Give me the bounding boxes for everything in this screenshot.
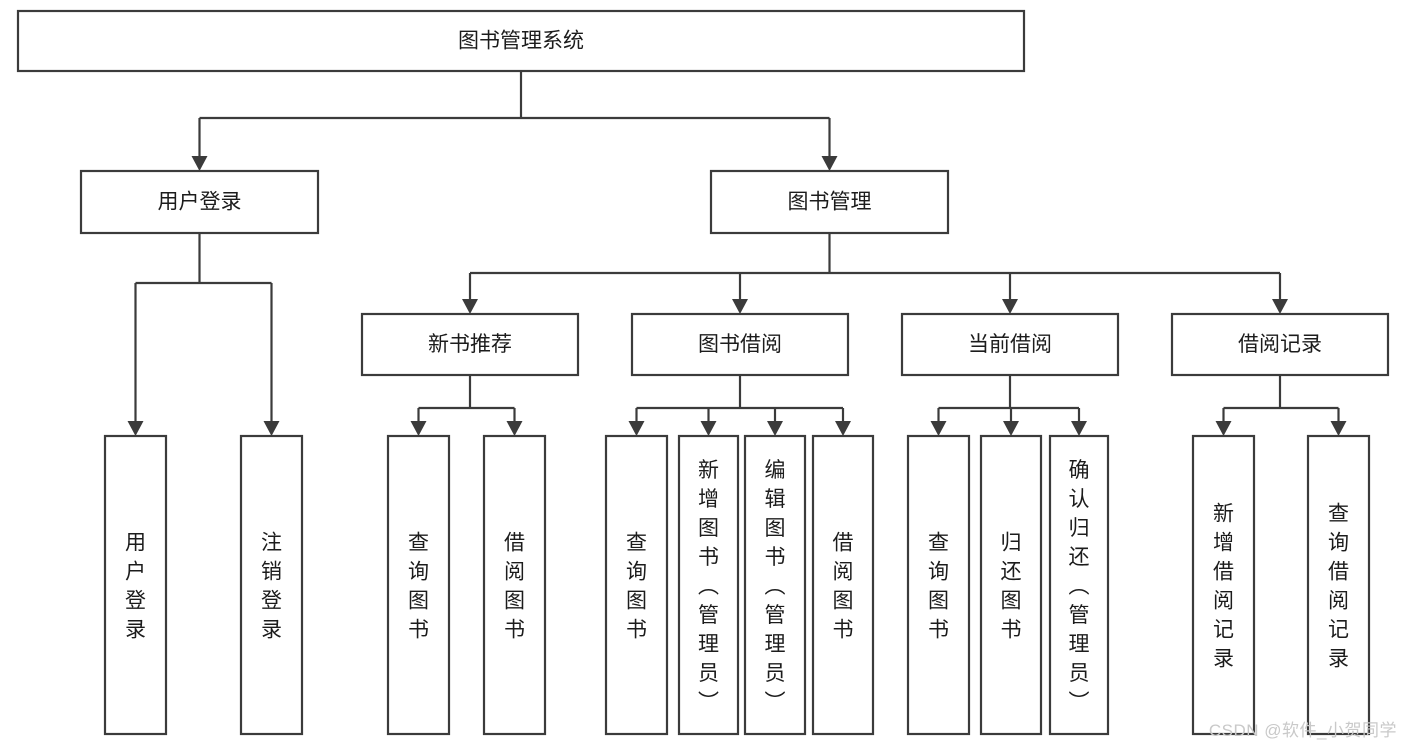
node-box-leaf-borrow-book-1 [482,434,547,736]
node-leaf-user-logout[interactable]: 注销登录 [239,434,304,736]
node-label-root: 图书管理系统 [458,30,584,53]
node-leaf-confirm-ret[interactable]: 确认归还︵管理员︶ [1048,434,1110,736]
node-leaf-query-book-3[interactable]: 查询图书 [906,434,971,736]
node-box-user-login [79,169,320,235]
node-label-current-borrow: 当前借阅 [968,333,1052,356]
node-layer: 图书管理系统用户登录图书管理新书推荐图书借阅当前借阅借阅记录用户登录注销登录查询… [16,9,1390,736]
node-label-leaf-add-record: 新增借阅记录 [1213,503,1234,671]
connector-layer [127,71,1347,436]
node-label-leaf-add-book: 新增图书︵管理员︶ [698,459,719,714]
node-box-leaf-add-record [1191,434,1256,736]
node-label-book-borrow: 图书借阅 [698,333,782,356]
node-box-leaf-return-book [979,434,1043,736]
connector-group-borrow-record [1215,375,1347,436]
node-new-book-rec[interactable]: 新书推荐 [360,312,580,377]
node-current-borrow[interactable]: 当前借阅 [900,312,1120,377]
node-label-new-book-rec: 新书推荐 [428,333,512,356]
node-box-new-book-rec [360,312,580,377]
connector-group-user-login [127,233,280,436]
node-book-manage[interactable]: 图书管理 [709,169,950,235]
node-leaf-borrow-book-1[interactable]: 借阅图书 [482,434,547,736]
node-leaf-borrow-book-2[interactable]: 借阅图书 [811,434,875,736]
watermark-text: CSDN @软件_小贺同学 [1208,721,1397,740]
connector-group-book-borrow [628,375,851,436]
node-box-root [16,9,1026,73]
connector-group-new-book-rec [410,375,523,436]
node-box-leaf-user-logout [239,434,304,736]
node-label-book-manage: 图书管理 [788,191,872,214]
node-label-leaf-user-login: 用户登录 [125,532,146,642]
node-label-leaf-borrow-book-2: 借阅图书 [833,532,854,642]
connector-group-root [191,71,838,171]
node-box-book-borrow [630,312,850,377]
node-leaf-query-record[interactable]: 查询借阅记录 [1306,434,1371,736]
node-leaf-user-login[interactable]: 用户登录 [103,434,168,736]
node-book-borrow[interactable]: 图书借阅 [630,312,850,377]
node-leaf-return-book[interactable]: 归还图书 [979,434,1043,736]
node-leaf-edit-book[interactable]: 编辑图书︵管理员︶ [743,434,807,736]
node-label-leaf-query-record: 查询借阅记录 [1328,503,1349,671]
node-box-leaf-confirm-ret [1048,434,1110,736]
node-label-borrow-record: 借阅记录 [1238,333,1322,356]
node-label-leaf-confirm-ret: 确认归还︵管理员︶ [1069,459,1090,714]
node-label-leaf-edit-book: 编辑图书︵管理员︶ [765,459,786,714]
node-label-leaf-query-book-1: 查询图书 [408,532,429,642]
node-box-leaf-user-login [103,434,168,736]
node-box-current-borrow [900,312,1120,377]
node-leaf-query-book-1[interactable]: 查询图书 [386,434,451,736]
node-box-leaf-query-book-2 [604,434,669,736]
node-label-leaf-return-book: 归还图书 [1001,532,1022,642]
node-label-leaf-query-book-3: 查询图书 [928,532,949,642]
node-label-leaf-user-logout: 注销登录 [261,532,282,642]
node-box-leaf-query-book-3 [906,434,971,736]
node-borrow-record[interactable]: 借阅记录 [1170,312,1390,377]
node-label-leaf-query-book-2: 查询图书 [626,532,647,642]
node-leaf-add-book[interactable]: 新增图书︵管理员︶ [677,434,740,736]
node-box-leaf-query-book-1 [386,434,451,736]
node-leaf-add-record[interactable]: 新增借阅记录 [1191,434,1256,736]
connector-group-book-manage [462,233,1288,314]
node-box-leaf-query-record [1306,434,1371,736]
node-box-borrow-record [1170,312,1390,377]
node-root[interactable]: 图书管理系统 [16,9,1026,73]
node-user-login[interactable]: 用户登录 [79,169,320,235]
node-label-leaf-borrow-book-1: 借阅图书 [504,532,525,642]
node-label-user-login: 用户登录 [158,191,242,214]
node-box-leaf-edit-book [743,434,807,736]
node-box-book-manage [709,169,950,235]
node-box-leaf-add-book [677,434,740,736]
node-leaf-query-book-2[interactable]: 查询图书 [604,434,669,736]
node-box-leaf-borrow-book-2 [811,434,875,736]
connector-group-current-borrow [930,375,1087,436]
